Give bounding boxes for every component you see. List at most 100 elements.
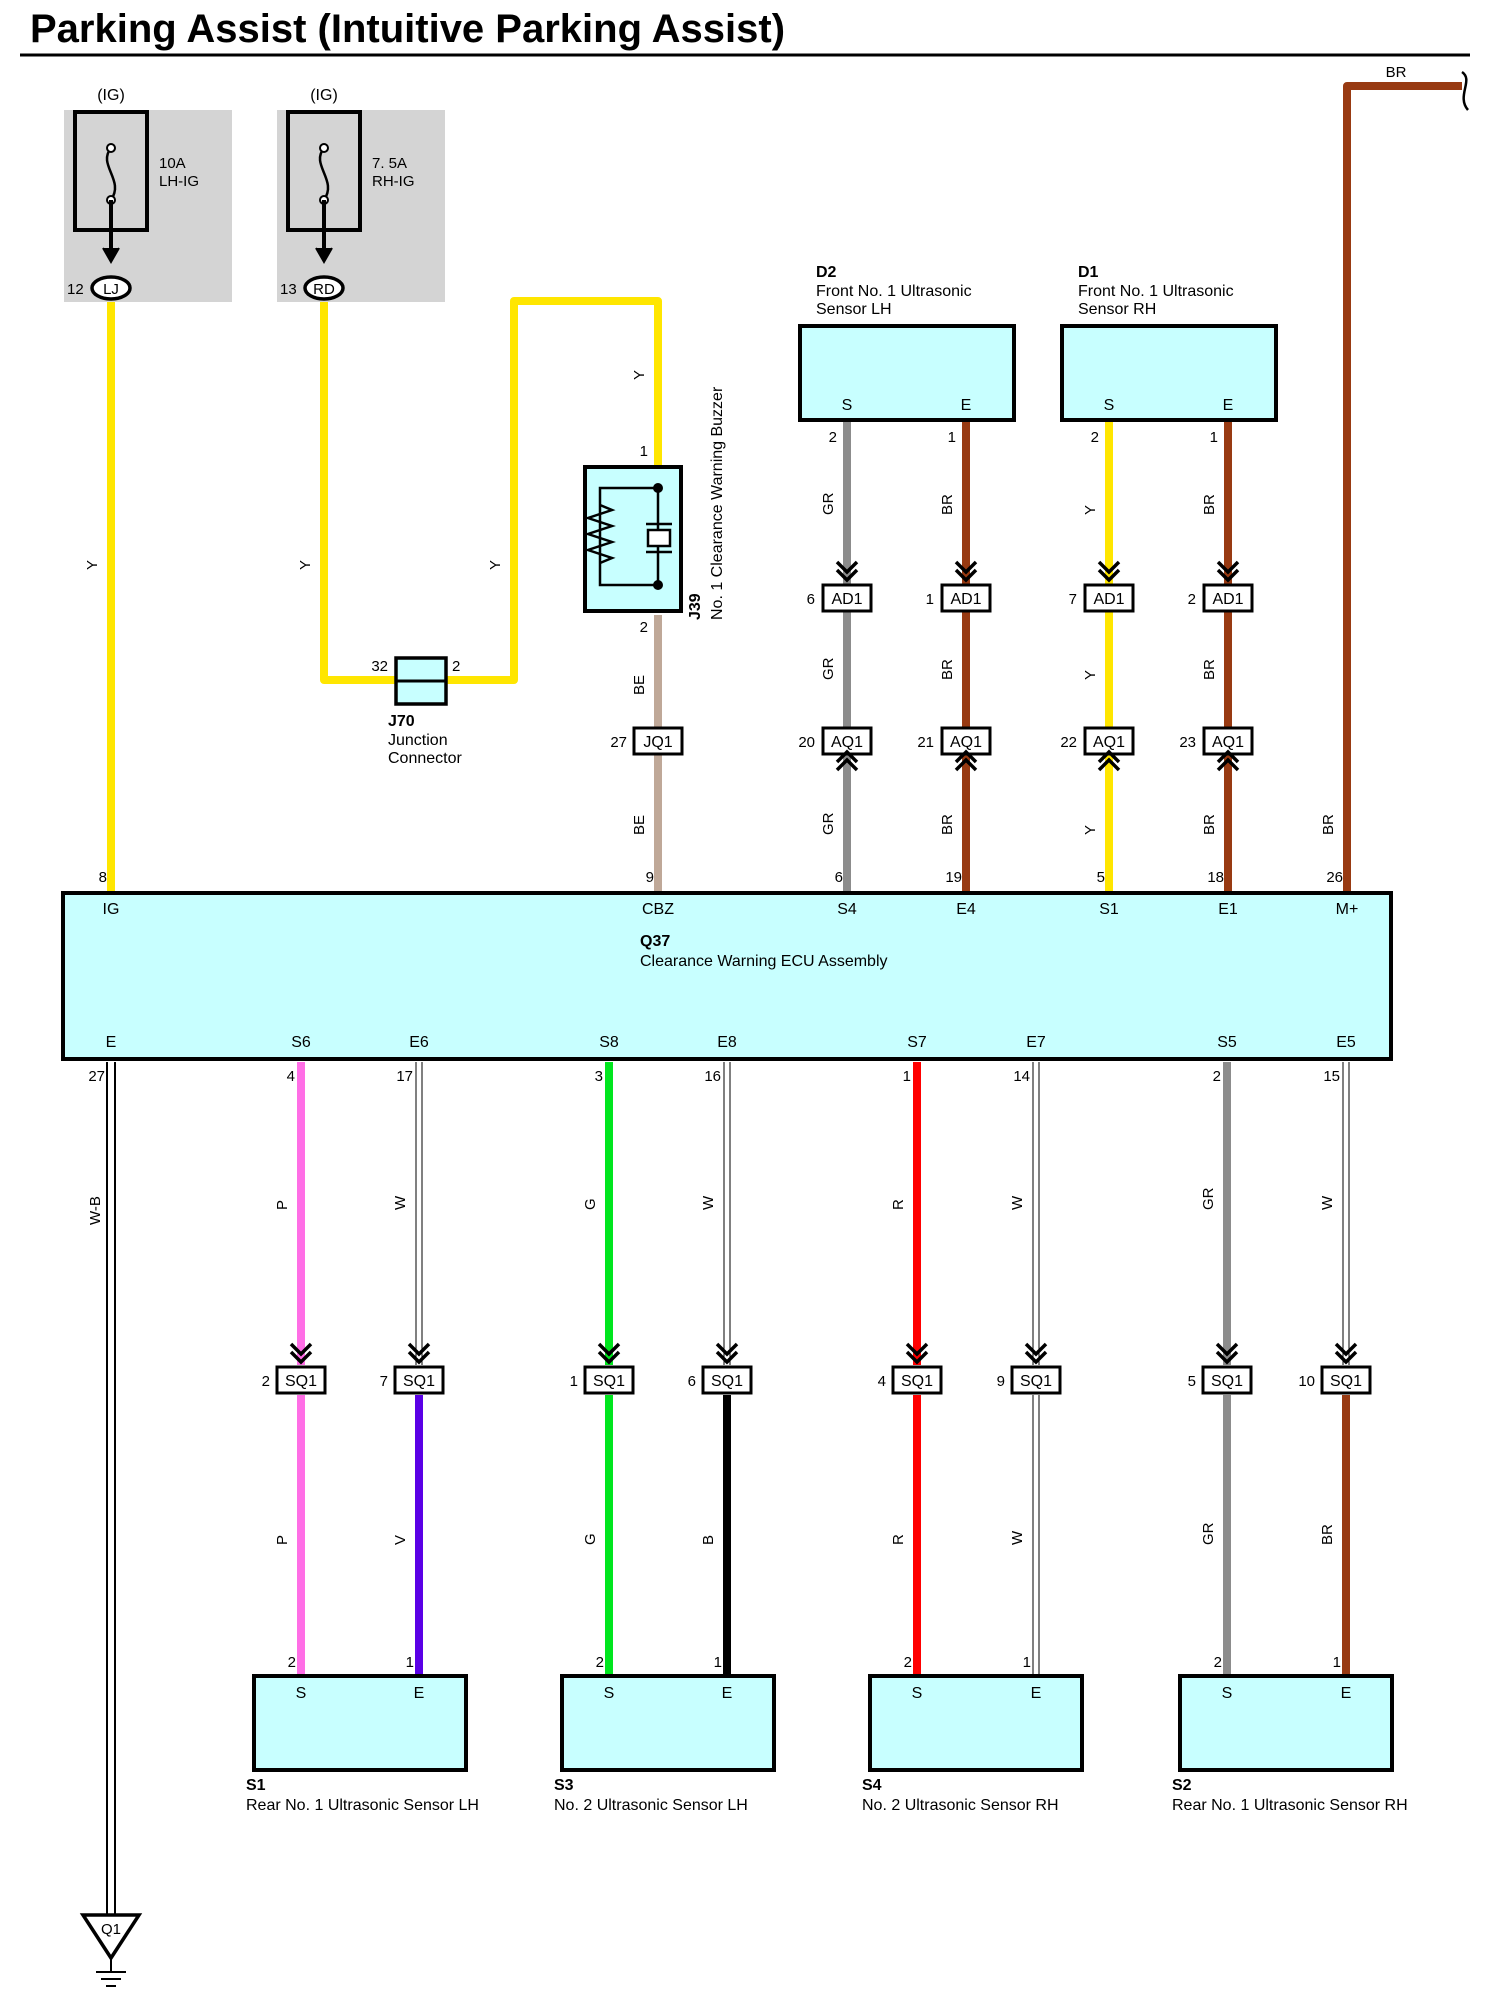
buzzer-code: J39 xyxy=(687,593,704,620)
fuse-lh-ig-dot-top xyxy=(106,143,116,153)
front-term-3: E xyxy=(1223,397,1234,414)
fuse-rh-ig-ig-label: (IG) xyxy=(310,87,338,104)
rear-wire-color2-7: BR xyxy=(1319,1524,1336,1545)
front-wire-color1-1: BR xyxy=(939,494,956,515)
aq1-chevron-1-v1 xyxy=(954,749,978,764)
ecu-top-term-4: S1 xyxy=(1099,901,1119,918)
front-pin-0: 2 xyxy=(829,429,837,446)
fuse-lh-ig-element xyxy=(105,147,117,201)
aq1-pin-2: 22 xyxy=(1060,734,1077,751)
rear-sensor-term-6: S xyxy=(1222,1685,1233,1702)
sq1-chevron-0-v0 xyxy=(289,1342,313,1357)
aq1-chevron-0-v0 xyxy=(835,757,859,772)
rear-sensor-term-1: E xyxy=(414,1685,425,1702)
rear-wire-color1-7: W xyxy=(1319,1195,1336,1210)
ecu-bottom-term-2: E6 xyxy=(409,1034,429,1051)
aq1-connector-2-label: AQ1 xyxy=(1093,734,1125,751)
rear-wire-color1-4: R xyxy=(890,1199,907,1210)
sq1-chevron-1 xyxy=(407,1342,431,1365)
rear-sensor-pin-4: 2 xyxy=(904,1654,912,1671)
ground-triangle xyxy=(79,1913,143,1962)
aq1-chevron-1 xyxy=(954,749,978,772)
ecu-bottom-pin-1: 4 xyxy=(287,1068,295,1085)
wire-buzzer-mid-color: BE xyxy=(631,675,648,695)
ecu-bottom-term-4: E8 xyxy=(717,1034,737,1051)
front-sensor-d1 xyxy=(1060,324,1278,422)
sq1-chevron-4-v0 xyxy=(905,1342,929,1357)
ad1-pin-2: 7 xyxy=(1069,591,1077,608)
rear-sensor-term-5: E xyxy=(1031,1685,1042,1702)
j70-name2: Connector xyxy=(388,750,462,767)
aq1-chevron-2-v1 xyxy=(1097,749,1121,764)
rear-sensor-pin-7: 1 xyxy=(1333,1654,1341,1671)
sq1-connector-4-label: SQ1 xyxy=(901,1373,933,1390)
sq1-connector-1-label: SQ1 xyxy=(403,1373,435,1390)
front-sensor-d2 xyxy=(798,324,1016,422)
front-wire-color3-1: BR xyxy=(939,814,956,835)
buzzer-node-bottom xyxy=(653,580,663,590)
ad1-chevron-3 xyxy=(1216,560,1240,583)
rear-sensor-term-3: E xyxy=(722,1685,733,1702)
ecu-top-pin-3: 19 xyxy=(945,869,962,886)
sq1-chevron-7-v0 xyxy=(1334,1342,1358,1357)
ad1-connector-1-label: AD1 xyxy=(950,591,981,608)
rear-wire-color1-3: W xyxy=(700,1195,717,1210)
j70-pin-left: 32 xyxy=(371,658,388,675)
sq1-chevron-7-v1 xyxy=(1334,1350,1358,1365)
buzzer-resistor xyxy=(584,503,616,565)
fuse-rh-ig-conn-oval xyxy=(303,275,345,301)
rear-sensor-term-4: S xyxy=(912,1685,923,1702)
sq1-chevron-1-v0 xyxy=(407,1342,431,1357)
sq1-pin-4: 4 xyxy=(878,1373,886,1390)
rear-sensor-pin-2: 2 xyxy=(596,1654,604,1671)
sq1-chevron-5-v0 xyxy=(1024,1342,1048,1357)
buzzer-loop xyxy=(598,486,658,587)
rear-wire-color2-2: G xyxy=(582,1533,599,1545)
ecu-top-term-5: E1 xyxy=(1218,901,1238,918)
ecu-top-pin-5: 18 xyxy=(1207,869,1224,886)
sq1-chevron-2 xyxy=(597,1342,621,1365)
wire-buzzer-feed-stroke xyxy=(446,297,662,684)
rear-sensor-s2 xyxy=(1178,1674,1394,1772)
front-wire-color2-3: BR xyxy=(1201,659,1218,680)
sq1-connector-3-label: SQ1 xyxy=(711,1373,743,1390)
rear-wire-color2-5: W xyxy=(1009,1530,1026,1545)
fuse-lh-ig-conn-oval xyxy=(90,275,132,301)
rear-wire-color2-4: R xyxy=(890,1534,907,1545)
fuse-lh-ig-pin: 12 xyxy=(67,281,84,298)
fuse-lh-ig-conn-label: LJ xyxy=(103,281,119,298)
buzzer-name: No. 1 Clearance Warning Buzzer xyxy=(709,386,726,620)
sq1-connector-5-label: SQ1 xyxy=(1020,1373,1052,1390)
aq1-chevron-2-v0 xyxy=(1097,757,1121,772)
sq1-connector-6-box xyxy=(1201,1365,1253,1395)
ecu-top-pin-4: 5 xyxy=(1097,869,1105,886)
buzzer-pin-top: 1 xyxy=(640,443,648,460)
ad1-chevron-3-v0 xyxy=(1216,560,1240,575)
aq1-chevron-3-v0 xyxy=(1216,757,1240,772)
aq1-chevron-2 xyxy=(1097,749,1121,772)
rear-sensor-code-2: S4 xyxy=(862,1777,882,1794)
ecu-bottom-pin-5: 1 xyxy=(903,1068,911,1085)
ecu-top-pin-6: 26 xyxy=(1326,869,1343,886)
sq1-chevron-5 xyxy=(1024,1342,1048,1365)
ad1-chevron-2-v1 xyxy=(1097,568,1121,583)
buzzer-node-top xyxy=(653,483,663,493)
ad1-chevron-0 xyxy=(835,560,859,583)
rear-sensor-s3 xyxy=(560,1674,776,1772)
ad1-connector-1-box xyxy=(940,583,992,613)
ad1-connector-0-box xyxy=(821,583,873,613)
ad1-chevron-1-v1 xyxy=(954,568,978,583)
front-term-0: S xyxy=(842,397,853,414)
rear-sensor-pin-1: 1 xyxy=(406,1654,414,1671)
rear-sensor-pin-5: 1 xyxy=(1023,1654,1031,1671)
aq1-chevron-1-v0 xyxy=(954,757,978,772)
rear-wire-color2-3: B xyxy=(700,1535,717,1545)
j70-pin-right: 2 xyxy=(452,658,460,675)
ad1-chevron-0-v1 xyxy=(835,568,859,583)
rear-sensor-code-0: S1 xyxy=(246,1777,266,1794)
rear-sensor-name-2: No. 2 Ultrasonic Sensor RH xyxy=(862,1797,1059,1814)
ecu-bottom-term-6: E7 xyxy=(1026,1034,1046,1051)
jq1-pin: 27 xyxy=(610,734,627,751)
j70-name1: Junction xyxy=(388,732,448,749)
